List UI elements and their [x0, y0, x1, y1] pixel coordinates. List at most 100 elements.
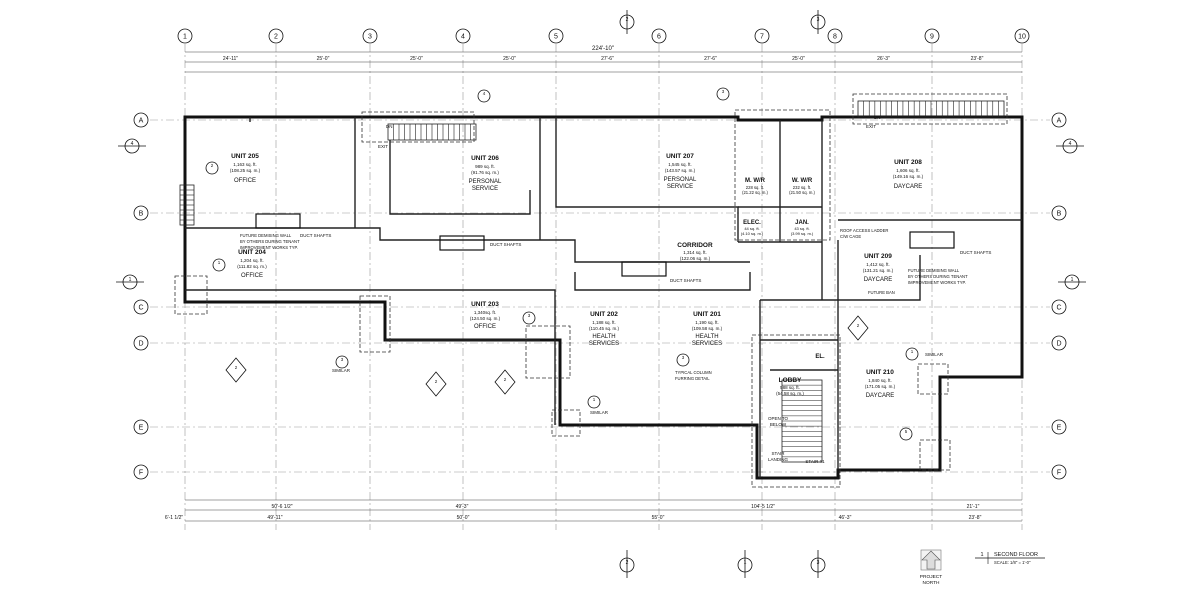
drawing-scale: SCALE: 1/8" = 1'-0" [994, 560, 1031, 565]
grid-bubble-col-4: 4 [455, 28, 471, 44]
svg-text:F: F [139, 470, 143, 477]
drawing-title: SECOND FLOOR [994, 552, 1038, 558]
unit-205-label: UNIT 205 1,163 sq. ft. (108.25 sq. m.) O… [230, 153, 261, 184]
svg-text:BY OTHERS DURING TENANT: BY OTHERS DURING TENANT [240, 239, 300, 244]
bottom-dimension: 50'-6 1/2" [271, 504, 292, 510]
similar-note-3: SIMILAR [925, 352, 944, 357]
svg-text:(131.21 sq. m.): (131.21 sq. m.) [863, 268, 894, 273]
svg-text:2: 2 [435, 379, 438, 384]
svg-text:(111.82 sq. m.): (111.82 sq. m.) [237, 264, 267, 269]
detail-marker-3b: 3 [676, 353, 690, 367]
svg-text:8: 8 [833, 34, 837, 41]
bottom-dimension: 104'-5 1/2" [751, 504, 775, 510]
svg-text:1: 1 [1071, 277, 1074, 283]
detail-marker-2: 2 [205, 161, 219, 175]
svg-text:(21.50 sq. m.): (21.50 sq. m.) [789, 190, 815, 195]
grid-bubble-col-3: 3 [362, 28, 378, 44]
svg-text:1,545 sq. ft.: 1,545 sq. ft. [668, 162, 692, 167]
north-arrow: PROJECT NORTH [920, 549, 942, 586]
section-marker-4-right: 4 [1056, 138, 1084, 154]
detail-marker-1b: 1 [587, 395, 601, 409]
unit-203-label: UNIT 203 1,340sq. ft. (124.50 sq. m.) OF… [470, 301, 501, 330]
svg-text:3: 3 [528, 313, 531, 318]
svg-text:DAYCARE: DAYCARE [866, 393, 895, 399]
svg-text:232 sq. ft.: 232 sq. ft. [793, 185, 811, 190]
section-marker-4-left: 4 [118, 138, 146, 154]
svg-text:3: 3 [368, 34, 372, 41]
typical-column-note: TYPICAL COLUMN [675, 370, 712, 375]
future-demising-note-left: FUTURE DEMISING WALL [240, 233, 292, 238]
svg-text:A: A [139, 118, 144, 125]
grid-bubble-row-A-left: A [133, 112, 149, 128]
bottom-dimension: 49'-11" [267, 515, 282, 521]
svg-text:2: 2 [274, 34, 278, 41]
svg-text:C: C [138, 305, 143, 312]
svg-text:OFFICE: OFFICE [234, 178, 256, 184]
svg-text:UNIT 206: UNIT 206 [471, 155, 499, 162]
roof-access-note: ROOF ACCESS LADDER [840, 228, 888, 233]
grid-bubble-row-D-left: D [133, 335, 149, 351]
elevation-markers: 2 2 2 2 [225, 315, 869, 397]
top-dimension: 25'-0" [317, 56, 330, 62]
svg-text:UNIT 210: UNIT 210 [866, 369, 894, 376]
elevation-marker-2c: 2 [494, 369, 516, 395]
svg-text:UNIT 203: UNIT 203 [471, 301, 499, 308]
svg-text:(143.57 sq. m.): (143.57 sq. m.) [665, 168, 696, 173]
duct-shafts-note-2: DUCT SHAFTS [490, 242, 521, 247]
svg-text:9: 9 [930, 34, 934, 41]
elevation-marker-2b: 2 [425, 371, 447, 397]
svg-text:588 sq. ft.: 588 sq. ft. [780, 385, 800, 390]
svg-text:A: A [1057, 118, 1062, 125]
svg-text:IMPROVEMENT WORKS TYP.: IMPROVEMENT WORKS TYP. [908, 280, 966, 285]
svg-text:DAYCARE: DAYCARE [864, 277, 893, 283]
unit-labels: UNIT 205 1,163 sq. ft. (108.25 sq. m.) O… [230, 153, 924, 399]
svg-text:BY OTHERS DURING TENANT: BY OTHERS DURING TENANT [908, 274, 968, 279]
svg-text:(91.76 sq. m.): (91.76 sq. m.) [471, 170, 499, 175]
svg-text:UNIT 209: UNIT 209 [864, 253, 892, 260]
grid-bubble-row-F-left: F [133, 464, 149, 480]
svg-text:E: E [1057, 425, 1062, 432]
section-marker-1-bottom: 1 [737, 550, 753, 578]
top-dimension: 25'-0" [410, 56, 423, 62]
grid-bubble-col-1: 1 [177, 28, 193, 44]
svg-text:2: 2 [857, 323, 860, 328]
exit-note-1: EXIT [378, 144, 388, 149]
svg-text:1,606 sq. ft.: 1,606 sq. ft. [896, 168, 920, 173]
grid-bubble-row-B-right: B [1051, 205, 1067, 221]
detail-marker-similar-1: 3 [335, 355, 349, 369]
svg-text:1,204 sq. ft.: 1,204 sq. ft. [240, 258, 264, 263]
lobby-label: LOBBY [779, 377, 802, 384]
svg-text:1: 1 [183, 34, 187, 41]
svg-text:1,188 sq. ft.: 1,188 sq. ft. [592, 320, 616, 325]
corridor-label: CORRIDOR [677, 242, 713, 249]
similar-note-1: SIMILAR [332, 368, 351, 373]
svg-text:5: 5 [554, 34, 558, 41]
grid-bubble-row-A-right: A [1051, 112, 1067, 128]
grid-bubble-row-C-left: C [133, 299, 149, 315]
section-marker-3-bottom: 3 [810, 550, 826, 578]
womens-washroom-label: W. W/R [792, 178, 813, 184]
svg-text:1,163 sq. ft.: 1,163 sq. ft. [233, 162, 257, 167]
duct-shafts-note-1: DUCT SHAFTS [300, 233, 331, 238]
svg-text:44 sq. ft.: 44 sq. ft. [744, 226, 759, 231]
grid-bubble-row-B-left: B [133, 205, 149, 221]
svg-text:SERVICES: SERVICES [692, 341, 722, 347]
svg-text:(21.22 sq. m.): (21.22 sq. m.) [742, 190, 768, 195]
svg-text:OFFICE: OFFICE [474, 324, 496, 330]
exit-note-2: EXIT [866, 124, 876, 129]
section-marker-3-top: 3 [810, 10, 826, 34]
svg-text:PERSONAL: PERSONAL [469, 179, 502, 185]
svg-text:7: 7 [760, 34, 764, 41]
mens-washroom-label: M. W/R [745, 178, 766, 184]
svg-text:(109.58 sq. m.): (109.58 sq. m.) [692, 326, 723, 331]
svg-text:1,840 sq. ft.: 1,840 sq. ft. [868, 378, 892, 383]
detail-marker-3: 3 [522, 311, 536, 325]
unit-201-label: UNIT 201 1,190 sq. ft. (109.58 sq. m.) H… [692, 311, 723, 347]
svg-text:4: 4 [483, 91, 486, 96]
svg-text:3: 3 [682, 355, 685, 360]
section-marker-2-top: 2 [619, 10, 635, 34]
svg-text:UNIT 208: UNIT 208 [894, 159, 922, 166]
overall-dimension: 224'-10" [592, 46, 614, 52]
